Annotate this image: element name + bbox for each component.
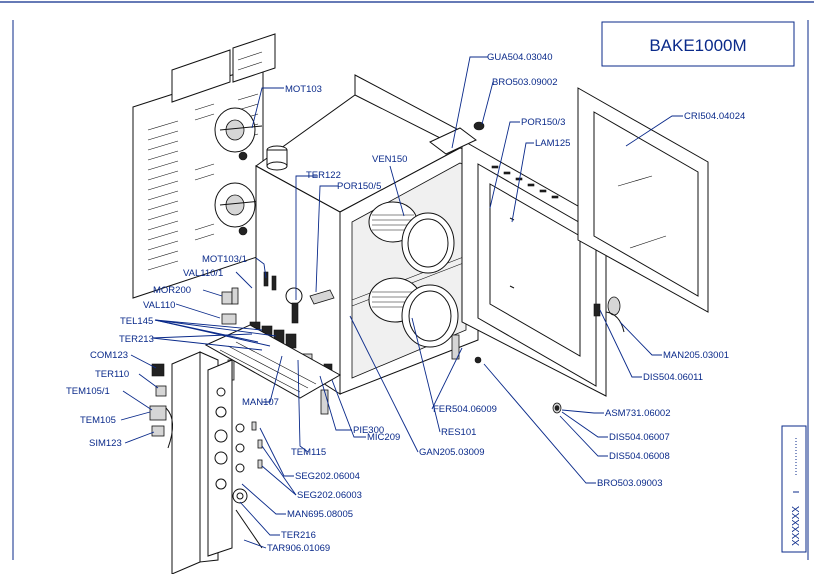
control-panel xyxy=(149,351,263,574)
label-bro503-09002: BRO503.09002 xyxy=(492,77,558,88)
label-tem105: TEM105 xyxy=(80,415,116,426)
small-parts xyxy=(473,121,562,414)
label-lam125: LAM125 xyxy=(535,138,570,149)
label-tar906: TAR906.01069 xyxy=(267,543,330,554)
label-man107: MAN107 xyxy=(242,397,279,408)
part-labels: MOT103 GUA504.03040 BRO503.09002 POR150/… xyxy=(66,52,745,554)
label-tem115: TEM115 xyxy=(291,447,326,458)
title-box xyxy=(601,21,795,67)
title: BAKE1000M xyxy=(649,36,746,55)
door xyxy=(429,127,625,397)
label-fer504: FER504.06009 xyxy=(433,404,497,415)
label-ter213: TER213 xyxy=(119,334,154,345)
label-pie300: PIE300 xyxy=(353,425,384,436)
label-asm731: ASM731.06002 xyxy=(605,408,671,419)
label-ter216: TER216 xyxy=(281,530,316,541)
label-seg202-06003: SEG202.06003 xyxy=(297,490,362,501)
fan-motors xyxy=(214,107,263,236)
label-dis504-06007: DIS504.06007 xyxy=(609,432,670,443)
label-ter110: TER110 xyxy=(95,369,129,380)
label-mor200: MOR200 xyxy=(153,285,191,296)
label-ven150: VEN150 xyxy=(372,154,407,165)
label-seg202-06004: SEG202.06004 xyxy=(295,471,360,482)
label-val110: VAL110 xyxy=(143,300,175,311)
label-dis504-06008: DIS504.06008 xyxy=(609,451,670,462)
label-por150-3: POR150/3 xyxy=(521,117,565,128)
control-components xyxy=(204,271,342,399)
label-res101: RES101 xyxy=(441,427,476,438)
label-tel145: TEL145 xyxy=(120,316,153,327)
label-bro503-09003: BRO503.09003 xyxy=(597,478,663,489)
label-mot103-1: MOT103/1 xyxy=(202,254,247,265)
label-sim123: SIM123 xyxy=(89,438,122,449)
label-cri504: CRI504.04024 xyxy=(684,111,745,122)
side-code-box xyxy=(781,425,807,553)
label-man695: MAN695.08005 xyxy=(287,509,353,520)
label-mot103: MOT103 xyxy=(285,84,322,95)
label-val110-1: VAL110/1 xyxy=(183,268,223,279)
label-gan205: GAN205.03009 xyxy=(419,447,485,458)
label-tem105-1: TEM105/1 xyxy=(66,386,110,397)
label-mic209: MIC209 xyxy=(367,432,400,443)
side-code: XXXXXX xyxy=(791,506,802,546)
label-por150-5: POR150/5 xyxy=(337,181,381,192)
fans xyxy=(368,201,459,348)
label-dis504-06011: DIS504.06011 xyxy=(643,372,703,383)
label-man205: MAN205.03001 xyxy=(663,350,729,361)
label-ter122: TER122 xyxy=(306,170,341,181)
label-com123: COM123 xyxy=(90,350,128,361)
leader-lines xyxy=(120,56,683,549)
label-gua504: GUA504.03040 xyxy=(487,52,553,63)
door-glass xyxy=(577,87,709,313)
